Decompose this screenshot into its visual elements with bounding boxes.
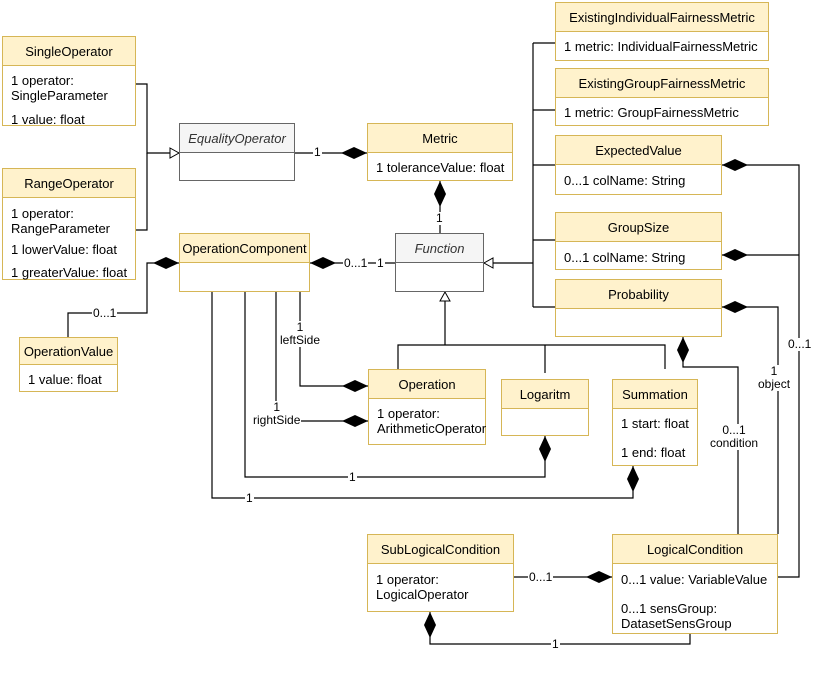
edge-operationcomponent-logaritm [244, 292, 551, 478]
class-operation-component: OperationComponent [179, 233, 310, 292]
label-operationcomponent-function-multiplicity: 0...1 [343, 256, 369, 270]
class-name: GroupSize [556, 213, 721, 242]
class-name: Probability [556, 280, 721, 309]
class-attribute: 1 value: float [28, 372, 102, 387]
label-operationvalue-multiplicity: 0...1 [92, 306, 118, 320]
edge-operationcomponent-summation [211, 292, 639, 499]
label-object: 1 object [757, 364, 792, 391]
edge-logicalcondition-summation-condition [677, 337, 739, 534]
class-group-size: GroupSize 0...1 colName: String [555, 212, 722, 270]
class-name: OperationValue [20, 338, 117, 365]
class-attribute: 1 start: float [621, 416, 689, 431]
class-attribute: 1 greaterValue: float [11, 265, 128, 280]
class-attribute: 0...1 sensGroup: DatasetSensGroup [621, 601, 732, 631]
class-attribute: 1 lowerValue: float [11, 242, 117, 257]
class-range-operator: RangeOperator 1 operator: RangeParameter… [2, 168, 136, 280]
class-existing-group-fairness-metric: ExistingGroupFairnessMetric 1 metric: Gr… [555, 68, 769, 126]
class-operation: Operation 1 operator: ArithmeticOperator [368, 369, 486, 445]
class-name: Metric [368, 124, 512, 153]
class-summation: Summation 1 start: float 1 end: float [612, 379, 698, 466]
label-expectedvalue-multiplicity: 0...1 [787, 337, 813, 351]
class-single-operator: SingleOperator 1 operator: SingleParamet… [2, 36, 136, 127]
class-attribute: 0...1 colName: String [564, 250, 686, 265]
class-name: LogicalCondition [613, 535, 777, 564]
label-logicalcondition-sublogical-multiplicity: 1 [551, 637, 560, 651]
class-logaritm: Logaritm [501, 379, 589, 436]
class-operation-value: OperationValue 1 value: float [19, 337, 118, 392]
class-probability: Probability [555, 279, 722, 337]
label-condition: 0...1 condition [709, 423, 760, 450]
class-name: ExpectedValue [556, 136, 721, 165]
class-name: SubLogicalCondition [368, 535, 513, 564]
class-expected-value: ExpectedValue 0...1 colName: String [555, 135, 722, 195]
label-function-metric-multiplicity: 1 [435, 211, 444, 225]
class-name: RangeOperator [3, 169, 135, 198]
class-attribute: 1 metric: IndividualFairnessMetric [564, 39, 758, 54]
label-left-side: 1 leftSide [279, 320, 322, 347]
label-function-operationcomponent-multiplicity: 1 [376, 256, 385, 270]
class-metric: Metric 1 toleranceValue: float [367, 123, 513, 181]
label-right-side: 1 rightSide [252, 400, 302, 427]
class-attribute: 1 toleranceValue: float [376, 160, 505, 175]
edge-logicalcondition-probability-object [722, 301, 779, 534]
edge-rangeoperator-equalityoperator [136, 153, 148, 231]
class-function: Function [395, 233, 484, 292]
class-name: ExistingGroupFairnessMetric [556, 69, 768, 98]
class-equality-operator: EqualityOperator [179, 123, 295, 181]
label-sublogical-multiplicity: 0...1 [528, 570, 554, 584]
edge-subclasses-function [397, 344, 666, 369]
class-attribute: 1 operator: RangeParameter [11, 206, 110, 236]
class-attribute: 0...1 value: VariableValue [621, 572, 768, 587]
class-attribute: 1 operator: LogicalOperator [376, 572, 469, 602]
class-name: Function [396, 234, 483, 263]
edge-logicalcondition-expectedvalue [722, 159, 800, 578]
class-attribute: 1 end: float [621, 445, 686, 460]
edge-operationvalue-operationcomponent [67, 257, 179, 337]
class-attribute: 1 operator: SingleParameter [11, 73, 108, 103]
class-name: ExistingIndividualFairnessMetric [556, 3, 768, 32]
class-attribute: 1 value: float [11, 112, 85, 127]
class-attribute: 1 operator: ArithmeticOperator [377, 406, 487, 436]
class-sub-logical-condition: SubLogicalCondition 1 operator: LogicalO… [367, 534, 514, 612]
label-summation-multiplicity: 1 [245, 491, 254, 505]
class-attribute: 0...1 colName: String [564, 173, 686, 188]
class-name: Logaritm [502, 380, 588, 409]
edge-logicalcondition-sublogical [424, 612, 691, 645]
label-logaritm-multiplicity: 1 [348, 470, 357, 484]
class-existing-individual-fairness-metric: ExistingIndividualFairnessMetric 1 metri… [555, 2, 769, 61]
class-name: Operation [369, 370, 485, 399]
class-attribute: 1 metric: GroupFairnessMetric [564, 105, 739, 120]
edge-singleoperator-equalityoperator [136, 83, 181, 159]
label-equality-metric-multiplicity: 1 [313, 145, 322, 159]
class-name: Summation [613, 380, 697, 409]
class-name: OperationComponent [180, 234, 309, 263]
class-name: EqualityOperator [180, 124, 294, 153]
class-logical-condition: LogicalCondition 0...1 value: VariableVa… [612, 534, 778, 634]
class-name: SingleOperator [3, 37, 135, 66]
